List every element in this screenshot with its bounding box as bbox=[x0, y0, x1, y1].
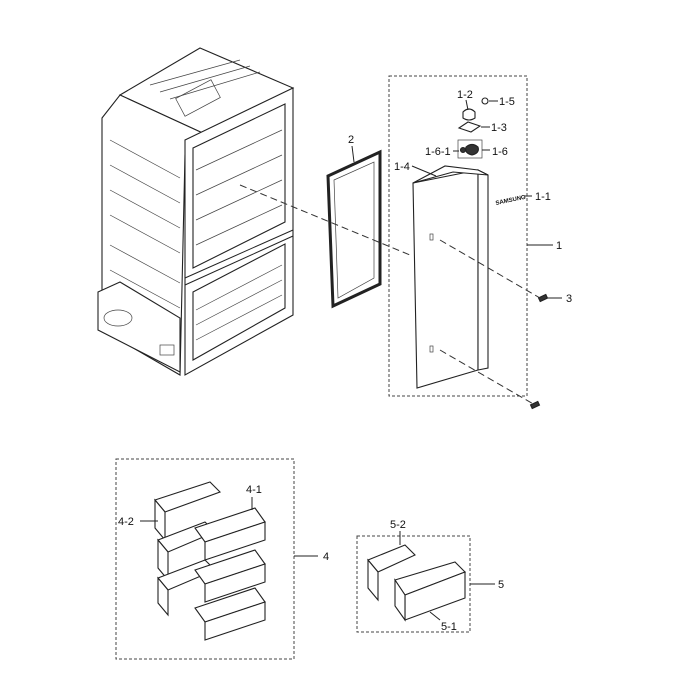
door-guards bbox=[154, 481, 266, 641]
guard-assy-label: 4 bbox=[323, 551, 329, 563]
bin-5-1-label: 5-1 bbox=[441, 621, 457, 633]
guard-assy-box bbox=[115, 458, 295, 660]
hinge-cap-label: 1-2 bbox=[457, 89, 473, 101]
screw-dash-lower bbox=[439, 349, 536, 406]
screw-part-3 bbox=[529, 293, 549, 410]
cap-1-6-1-label: 1-6-1 bbox=[425, 146, 451, 158]
hinge-cap-leader bbox=[465, 99, 469, 111]
guard-4-2-label: 4-2 bbox=[118, 516, 134, 528]
door-bins bbox=[367, 544, 466, 622]
screw-dash-upper bbox=[439, 239, 541, 299]
hinge-upper-label: 1-3 bbox=[491, 122, 507, 134]
gasket-leader-dash bbox=[239, 184, 411, 256]
door-assy-label: 1 bbox=[556, 240, 562, 252]
samsung-badge: SAMSUNG bbox=[495, 195, 527, 207]
door-assy-box bbox=[388, 75, 528, 397]
gasket-label: 2 bbox=[348, 134, 354, 146]
refrigerator-cabinet bbox=[97, 47, 295, 376]
bin-5-1-leader bbox=[429, 611, 441, 621]
hinge-parts bbox=[457, 97, 489, 159]
screw-3-label: 3 bbox=[566, 293, 572, 305]
fridge-door bbox=[412, 165, 489, 389]
screw-1-5-label: 1-5 bbox=[499, 96, 515, 108]
door-gasket bbox=[326, 149, 382, 309]
gasket-leader bbox=[351, 145, 355, 163]
cap-1-6-label: 1-6 bbox=[492, 146, 508, 158]
guard-4-1-label: 4-1 bbox=[246, 484, 262, 496]
door-handle-label: 1-4 bbox=[394, 161, 410, 173]
badge-label: 1-1 bbox=[535, 191, 551, 203]
bin-5-2-label: 5-2 bbox=[390, 519, 406, 531]
door-handle-leader bbox=[411, 165, 437, 177]
bin-assy-label: 5 bbox=[498, 579, 504, 591]
